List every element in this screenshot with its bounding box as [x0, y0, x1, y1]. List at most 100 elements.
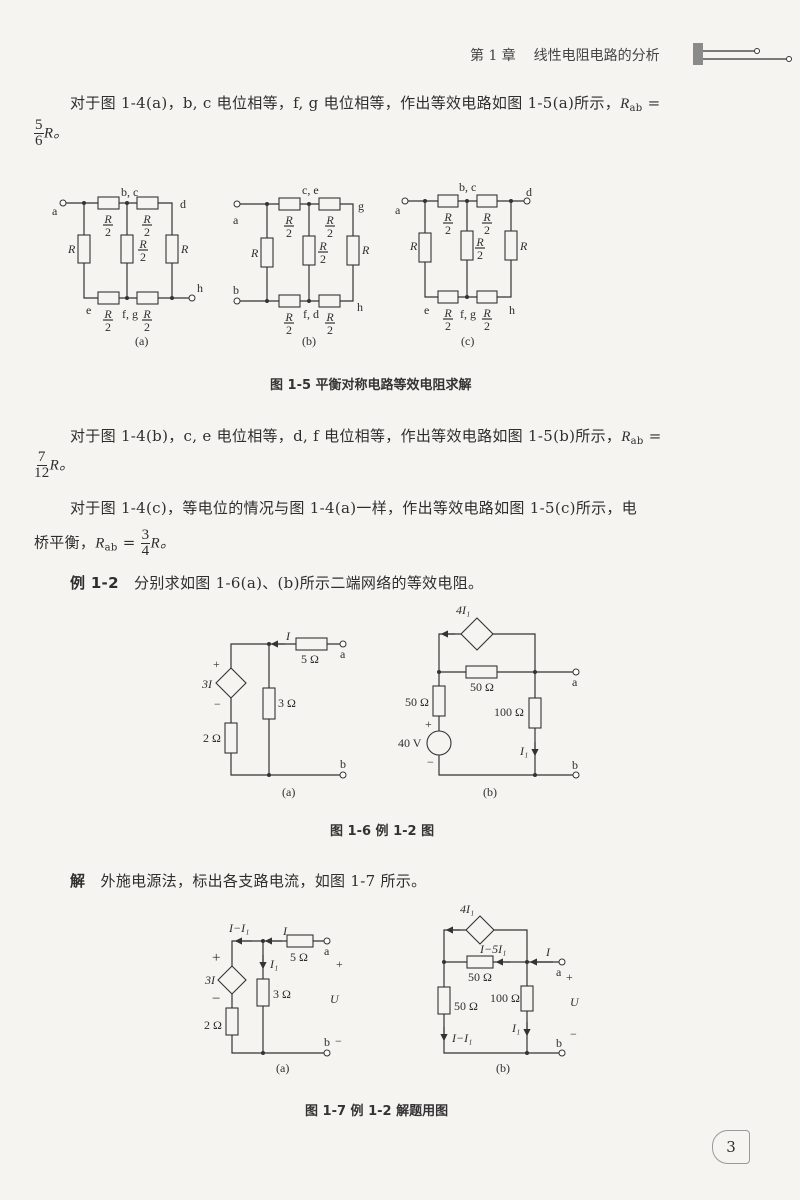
fraction-denominator: 2 — [445, 319, 451, 333]
paragraph-2: 对于图 1-4(b)，c, e 电位相等，d, f 电位相等，作出等效电路如图 … — [70, 425, 662, 447]
node-label-fd: f, d — [303, 307, 319, 321]
resistor-label: 50 Ω — [405, 695, 429, 709]
figure-1-7a-circuit: I−I₁ I 5 Ω a + + 3I − I₁ 3 Ω 2 Ω U b − (… — [204, 921, 343, 1075]
figure-1-5-caption: 图 1-5 平衡对称电路等效电阻求解 — [270, 378, 472, 393]
subfigure-label: (a) — [276, 1061, 289, 1075]
resistor-label: 50 Ω — [454, 999, 478, 1013]
resistor-label: R — [67, 242, 76, 256]
resistor-label: 5 Ω — [301, 652, 319, 666]
fraction-denominator: 2 — [327, 226, 333, 240]
resistor-label: R — [250, 246, 259, 260]
numerator: 7 — [36, 449, 47, 466]
equals: = — [647, 94, 661, 112]
current-label: I−5I₁ — [479, 942, 506, 956]
fraction-numerator: R — [284, 213, 293, 227]
equals: = — [648, 427, 662, 445]
fraction-denominator: 2 — [144, 225, 150, 239]
voltage-label: U — [330, 992, 340, 1006]
fraction-numerator: R — [284, 310, 293, 324]
example-label: 例 1-2 — [70, 574, 119, 592]
polarity-plus: + — [425, 717, 432, 731]
fraction-denominator: 2 — [445, 223, 451, 237]
node-label-fg: f, g — [460, 307, 476, 321]
node-label-a: a — [52, 204, 58, 218]
node-label-b: b — [233, 283, 239, 297]
figure-1-5c-circuit: a b, c d e f, g h R R (c) — [395, 180, 532, 348]
symbol-R: R — [620, 96, 630, 112]
denominator: 4 — [141, 543, 150, 559]
equals: = — [122, 533, 136, 552]
symbol-R: R。 — [43, 125, 69, 142]
resistor-label: 2 Ω — [204, 1018, 222, 1032]
example-1-2: 例 1-2 分别求如图 1-6(a)、(b)所示二端网络的等效电阻。 — [70, 572, 483, 593]
resistor-label: 3 Ω — [273, 987, 291, 1001]
polarity-minus: − — [212, 991, 220, 1007]
resistor-label: 50 Ω — [468, 970, 492, 984]
figure-1-5a-circuit: a b, c d e f, g h R R (a) — [52, 185, 203, 348]
node-label-h: h — [357, 300, 363, 314]
chapter-number: 第 1 章 — [470, 48, 516, 64]
fraction-numerator: R — [482, 210, 491, 224]
node-label-bc: b, c — [459, 180, 476, 194]
node-label-h: h — [509, 303, 515, 317]
polarity-plus: + — [213, 657, 220, 671]
fraction-denominator: 2 — [484, 223, 490, 237]
paragraph-text: 对于图 1-4(b)，c, e 电位相等，d, f 电位相等，作出等效电路如图 … — [70, 427, 622, 445]
fraction-denominator: 2 — [140, 250, 146, 264]
node-label-d: d — [526, 185, 532, 199]
current-label: I₁ — [519, 744, 528, 758]
subfigure-label: (a) — [282, 785, 295, 799]
paragraph-text: 对于图 1-4(c)，等电位的情况与图 1-4(a)一样，作出等效电路如图 1-… — [70, 499, 638, 517]
symbol-R: R — [95, 535, 105, 552]
polarity-minus: − — [335, 1034, 342, 1048]
solution-text: 外施电源法，标出各支路电流，如图 1-7 所示。 — [100, 872, 427, 890]
resistor-label: R — [361, 243, 370, 257]
current-label: I−I₁ — [451, 1031, 472, 1045]
node-label-d: d — [180, 197, 186, 211]
resistor-label: R — [180, 242, 189, 256]
resistor-label: 3 Ω — [278, 696, 296, 710]
subscript: ab — [104, 542, 118, 554]
current-label: I — [282, 924, 288, 938]
example-text: 分别求如图 1-6(a)、(b)所示二端网络的等效电阻。 — [134, 574, 484, 592]
figure-1-6b-circuit: 4I₁ 50 Ω a 50 Ω + 40 V − 100 Ω I₁ b (b) — [398, 603, 580, 799]
symbol-R: R。 — [49, 457, 75, 474]
fraction-numerator: R — [142, 212, 151, 226]
page-number: 3 — [712, 1130, 750, 1164]
figure-1-7-caption: 图 1-7 例 1-2 解题用图 — [305, 1104, 449, 1119]
subfigure-label: (c) — [461, 334, 474, 348]
node-label-bc: b, c — [121, 185, 138, 199]
fraction-numerator: R — [482, 306, 491, 320]
fraction-numerator: R — [138, 237, 147, 251]
resistor-label: 5 Ω — [290, 950, 308, 964]
denominator: 12 — [34, 465, 50, 481]
symbol-R: R — [621, 429, 631, 445]
current-label: I — [545, 945, 551, 959]
fraction-numerator: R — [103, 307, 112, 321]
resistor-label: R — [519, 239, 528, 253]
subfigure-label: (a) — [135, 334, 148, 348]
paragraph-text: 桥平衡， — [34, 533, 96, 552]
solution: 解 外施电源法，标出各支路电流，如图 1-7 所示。 — [70, 870, 426, 891]
node-label-a: a — [395, 203, 401, 217]
fraction-numerator: R — [443, 306, 452, 320]
fraction-denominator: 2 — [105, 225, 111, 239]
polarity-minus: − — [570, 1027, 577, 1041]
resistor-label: R — [409, 239, 418, 253]
current-label: I₁ — [269, 957, 278, 971]
node-label-fg: f, g — [122, 307, 138, 321]
voltage-label: 40 V — [398, 736, 422, 750]
polarity-minus: − — [214, 697, 221, 711]
running-header: 第 1 章 线性电阻电路的分析 — [470, 45, 660, 65]
symbol-R: R。 — [150, 535, 176, 552]
fraction-numerator: R — [475, 235, 484, 249]
fraction-denominator: 2 — [286, 226, 292, 240]
fraction-numerator: R — [325, 310, 334, 324]
header-ornament — [693, 43, 792, 65]
